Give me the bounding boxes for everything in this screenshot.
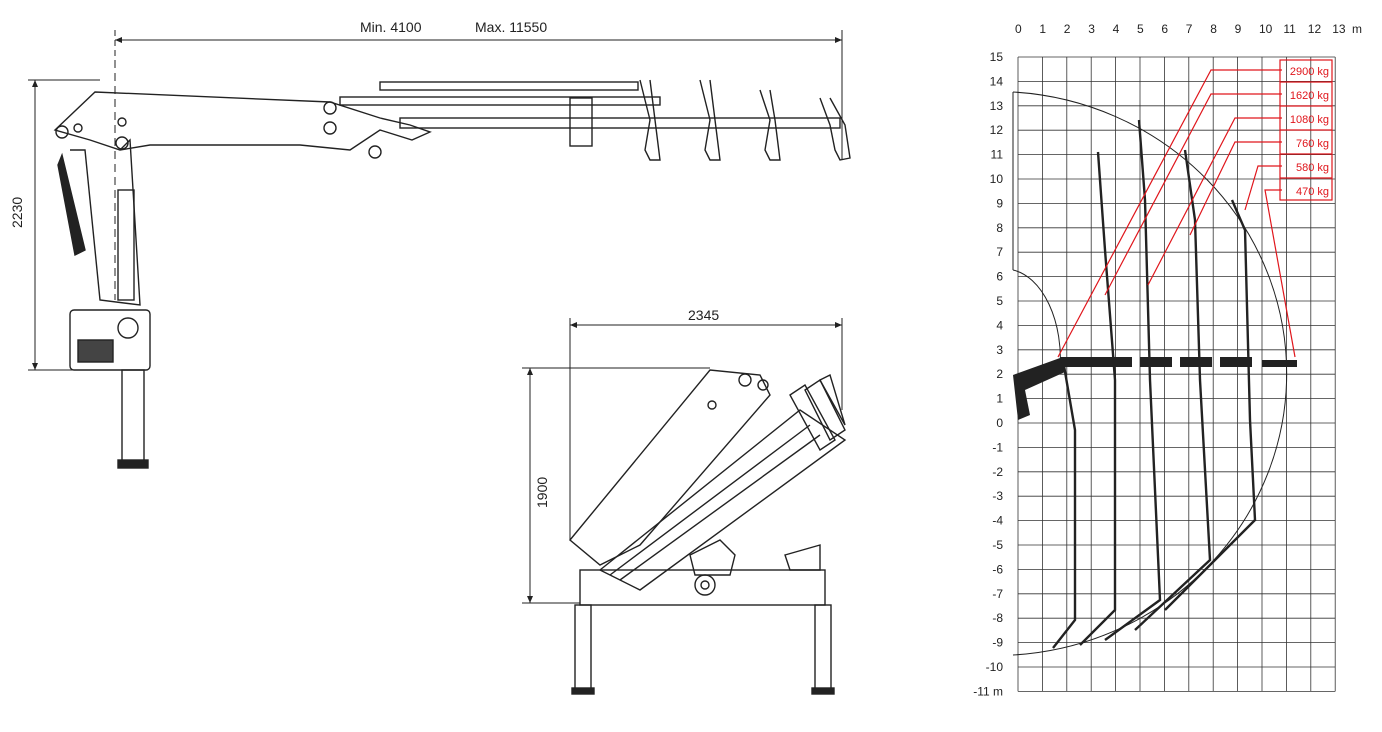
reach-envelope [1012,91,1288,656]
load-leaders [1057,59,1333,358]
x-tick-label: 6 [1161,22,1168,36]
y-tick-label: 15 [990,50,1004,64]
y-tick-label: -7 [992,587,1003,601]
y-tick-label: -9 [992,636,1003,650]
column [70,138,141,306]
curve-1620 [1079,151,1117,646]
y-tick-label: 9 [996,196,1003,210]
folded-base [579,569,826,606]
y-tick-label: 3 [996,343,1003,357]
x-tick-label: 10 [1259,22,1273,36]
y-tick-label: -8 [992,611,1003,625]
y-tick-label: -2 [992,465,1003,479]
x-tick-label: 9 [1235,22,1242,36]
curve-580 [1164,199,1257,611]
curve-760 [1134,149,1212,631]
x-tick-label: 4 [1113,22,1120,36]
y-tick-label: 1 [996,392,1003,406]
left-leg [574,604,592,691]
main-boom [53,91,432,151]
y-tick-label: 12 [990,123,1004,137]
load-label: 760 kg [1296,138,1329,150]
extension-2 [339,96,661,106]
load-labels: 2900 kg 1620 kg 1080 kg 760 kg 580 kg 470 kg [1290,66,1329,198]
y-tick-label: -6 [992,562,1003,576]
x-tick-label: 8 [1210,22,1217,36]
crane-pictogram [1013,358,1065,420]
y-tick-label: 0 [996,416,1003,430]
extension-1 [379,81,639,91]
y-tick-label: 10 [990,172,1004,186]
y-tick-label: 14 [990,74,1004,88]
y-tick-label: 2 [996,367,1003,381]
y-tick-label: -4 [992,514,1003,528]
folded-view [522,318,847,695]
y-tick-label: -10 [986,660,1004,674]
y-tick-label: 7 [996,245,1003,259]
load-label: 580 kg [1296,162,1329,174]
right-leg [814,604,832,691]
x-tick-label: 2 [1064,22,1071,36]
load-chart-curves [1012,91,1297,656]
y-tick-label: -3 [992,489,1003,503]
reach-min-label: Min. 4100 [360,19,422,35]
x-tick-label: 1 [1039,22,1046,36]
x-tick-label: 11 [1283,22,1296,36]
y-tick-label: 8 [996,221,1003,235]
stabilizer-leg [121,369,145,466]
y-tick-label: 6 [996,270,1003,284]
x-tick-label: 7 [1186,22,1193,36]
y-tick-label: 4 [996,318,1003,332]
load-label: 470 kg [1296,186,1329,198]
folded-extensions [598,409,847,591]
curve-1080 [1104,119,1162,641]
y-tick-label: 5 [996,294,1003,308]
y-tick-label: 11 [991,148,1004,162]
x-tick-label: 12 [1308,22,1322,36]
x-unit-label: m [1352,22,1362,36]
x-tick-label: 5 [1137,22,1144,36]
load-chart-y-axis: 1514131211109876543210-1-2-3-4-5-6-7-8-9… [973,50,1003,698]
side-view [28,30,851,469]
x-tick-label: 3 [1088,22,1095,36]
folded-width-label: 2345 [688,307,719,323]
y-tick-label: -11 m [973,684,1003,698]
folded-boom [569,369,771,566]
y-tick-label: 13 [990,99,1004,113]
y-tick-label: -1 [992,440,1003,454]
x-tick-label: 0 [1015,22,1022,36]
load-label: 1080 kg [1290,114,1329,126]
curve-2900 [1052,359,1077,649]
side-height-label: 2230 [9,197,25,228]
crane-base [69,309,151,371]
x-tick-label: 13 [1332,22,1346,36]
reach-max-label: Max. 11550 [475,19,547,35]
y-tick-label: -5 [992,538,1003,552]
load-label: 1620 kg [1290,90,1329,102]
load-label: 2900 kg [1290,66,1329,78]
folded-height-label: 1900 [534,477,550,508]
extension-3 [399,117,841,129]
